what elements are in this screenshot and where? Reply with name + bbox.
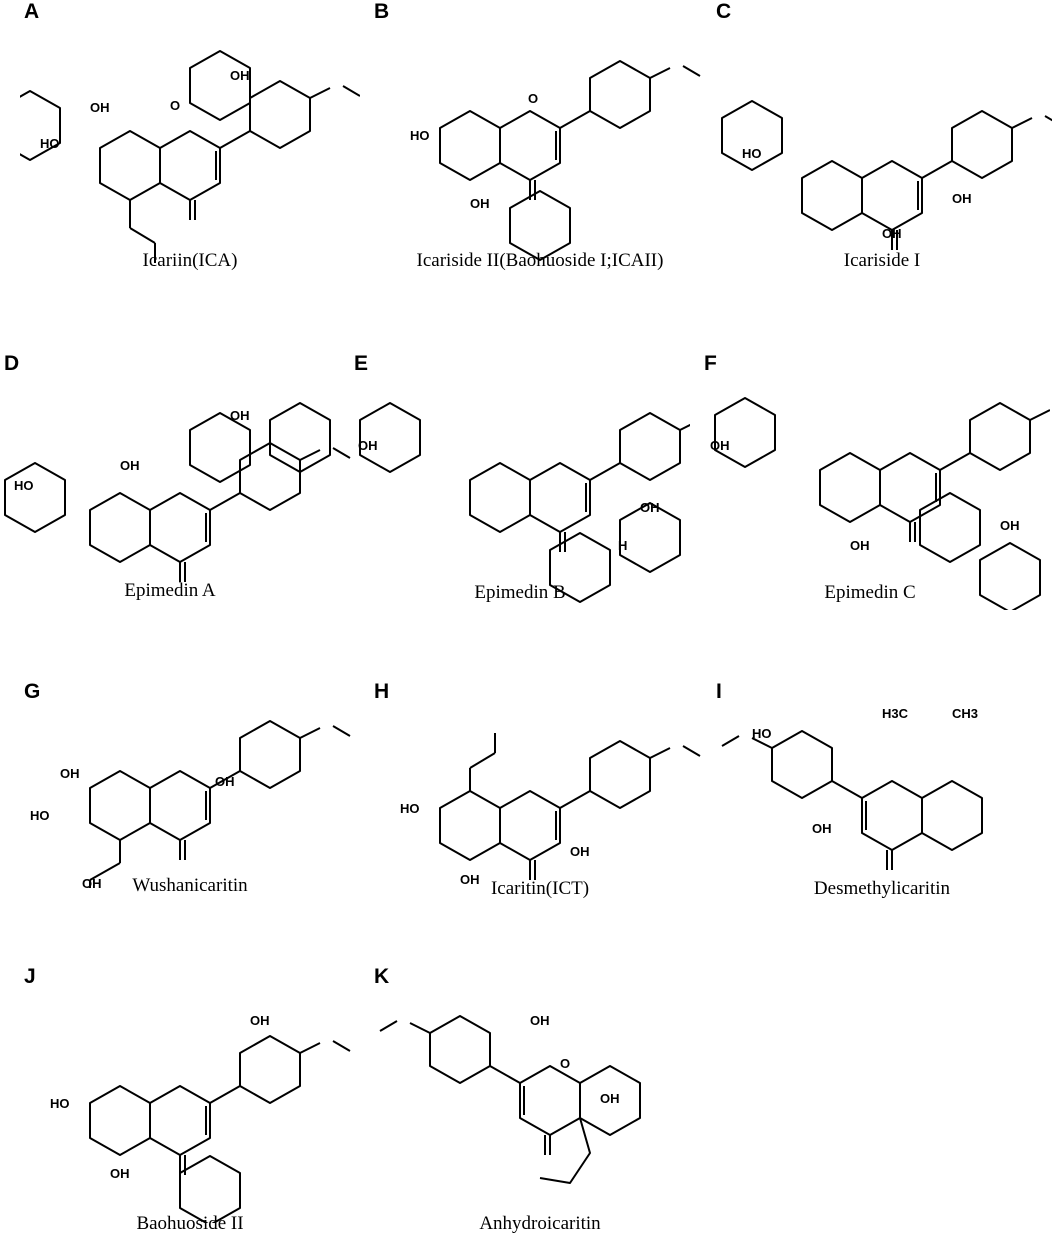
atom-label: HO xyxy=(40,136,60,151)
atom-label: OH xyxy=(470,196,490,211)
atom-label: OH xyxy=(250,1013,270,1028)
atom-label: OH xyxy=(120,458,140,473)
caption: Wushanicaritin xyxy=(132,875,248,896)
panel-letter: C xyxy=(716,0,732,23)
atom-label: OH xyxy=(812,821,832,836)
atom-label: OH xyxy=(952,191,972,206)
structure-baohuoside-ii: HO OH OH xyxy=(50,1013,351,1223)
caption: Epimedin C xyxy=(824,582,916,603)
panel-letter: D xyxy=(4,352,20,375)
atom-label: OH xyxy=(710,438,730,453)
atom-label: O xyxy=(560,1056,570,1071)
atom-label: HO xyxy=(50,1096,70,1111)
atom-label: O xyxy=(170,98,180,113)
atom-label: CH3 xyxy=(952,708,978,721)
caption: Desmethylicaritin xyxy=(813,878,951,899)
panel-b: B HO OH O Icariside II(Baohuoside I;ICAI… xyxy=(370,0,710,290)
atom-label: OH xyxy=(570,844,590,859)
structure-epimedin-a: HO OH OH xyxy=(4,402,351,583)
structure-desmethylicaritin: H3C CH3 HO OH xyxy=(721,708,983,871)
panel-letter: H xyxy=(374,680,390,703)
structure-icariside-ii: HO OH O xyxy=(410,60,701,261)
atom-label: H xyxy=(618,538,627,553)
panel-letter: G xyxy=(24,680,41,703)
atom-label: HO xyxy=(742,146,762,161)
panel-letter: K xyxy=(374,965,390,988)
panel-letter: F xyxy=(704,352,717,375)
atom-label: OH xyxy=(640,500,660,515)
caption: Epimedin B xyxy=(474,582,566,603)
panel-letter: I xyxy=(716,680,722,703)
atom-label: OH xyxy=(110,1166,130,1181)
caption: Icaritin(ICT) xyxy=(490,878,590,899)
atom-label: OH xyxy=(230,68,250,83)
atom-label: HO xyxy=(752,726,772,741)
panel-letter: J xyxy=(24,965,36,988)
atom-label: HO xyxy=(30,808,50,823)
panel-d: D HO OH OH Epimedin A xyxy=(0,352,351,642)
caption: Icariside II(Baohuoside I;ICAII) xyxy=(416,250,664,271)
panel-letter: A xyxy=(24,0,40,23)
panel-c: C HO OH OH Icariside I xyxy=(712,0,1052,290)
atom-label: OH xyxy=(215,774,235,789)
atom-label: O xyxy=(528,91,538,106)
atom-label: OH xyxy=(460,872,480,887)
panel-k: K OH O OH Anhydroicaritin xyxy=(370,965,710,1255)
atom-label: HO xyxy=(400,801,420,816)
panel-i: I H3C CH3 HO OH Desmethylicaritin xyxy=(712,680,1052,970)
atom-label: OH xyxy=(82,876,102,888)
structure-anhydroicaritin: OH O OH xyxy=(379,1013,641,1184)
structure-icariin: O OH OH HO xyxy=(20,50,360,263)
structure-epimedin-c: OH OH OH xyxy=(710,397,1050,610)
atom-label: OH xyxy=(850,538,870,553)
panel-j: J HO OH OH Baohuoside II xyxy=(20,965,360,1255)
atom-label: OH xyxy=(882,226,902,241)
caption: Icariin(ICA) xyxy=(142,250,238,271)
panel-f: F OH OH OH Epimedin C xyxy=(700,352,1050,642)
caption: Baohuoside II xyxy=(136,1213,244,1234)
panel-h: H HO OH OH Icaritin(ICT) xyxy=(370,680,710,970)
structure-epimedin-b: OH H OH xyxy=(358,402,690,603)
panel-letter: B xyxy=(374,0,390,23)
caption: Icariside I xyxy=(843,250,921,271)
atom-label: H3C xyxy=(882,708,909,721)
atom-label: OH xyxy=(230,408,250,423)
caption: Anhydroicaritin xyxy=(479,1213,601,1234)
atom-label: OH xyxy=(90,100,110,115)
atom-label: OH xyxy=(530,1013,550,1028)
structure-icaritin: HO OH OH xyxy=(400,733,701,887)
panel-e: E OH H OH Epimedin B xyxy=(350,352,690,642)
structure-wushanicaritin: OH HO OH OH xyxy=(30,720,351,888)
atom-label: OH xyxy=(60,766,80,781)
atom-label: HO xyxy=(14,478,34,493)
atom-label: OH xyxy=(600,1091,620,1106)
atom-label: HO xyxy=(410,128,430,143)
caption: Epimedin A xyxy=(124,580,216,601)
panel-letter: E xyxy=(354,352,369,375)
panel-g: G OH HO OH OH Wushanicaritin xyxy=(20,680,360,970)
atom-label: OH xyxy=(358,438,378,453)
atom-label: OH xyxy=(1000,518,1020,533)
structure-icariside-i: HO OH OH xyxy=(721,100,1052,251)
panel-a: A O OH OH HO Icariin(ICA) xyxy=(20,0,360,290)
